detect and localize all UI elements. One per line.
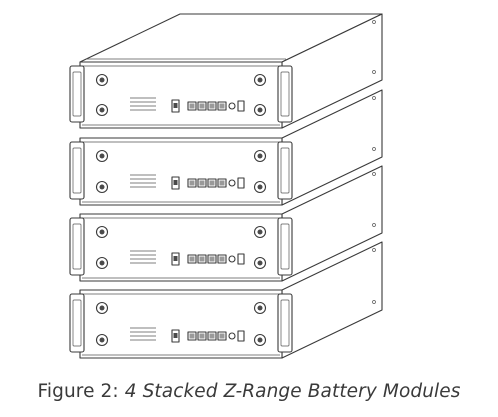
status-led — [228, 332, 236, 340]
module-front-panel — [79, 289, 283, 359]
caption-title: 4 Stacked Z-Range Battery Modules — [124, 381, 461, 402]
module-handle — [277, 217, 293, 276]
battery-module — [69, 13, 383, 129]
caption-prefix: Figure 2: — [37, 381, 125, 402]
module-handle — [69, 141, 85, 200]
module-front-panel — [79, 137, 283, 206]
module-handle — [277, 65, 293, 123]
status-led — [228, 255, 236, 263]
module-front-panel — [79, 61, 283, 129]
battery-module — [69, 89, 383, 206]
status-led — [228, 102, 236, 110]
battery-module — [69, 241, 383, 359]
module-handle — [69, 293, 85, 353]
status-led — [228, 179, 236, 187]
module-handle — [277, 141, 293, 200]
module-front-panel — [79, 213, 283, 282]
figure-caption: Figure 2: 4 Stacked Z-Range Battery Modu… — [0, 381, 498, 402]
module-handle — [69, 65, 85, 123]
module-handle — [277, 293, 293, 353]
module-handle — [69, 217, 85, 276]
battery-module — [69, 165, 383, 282]
battery-stack-figure — [69, 13, 383, 359]
